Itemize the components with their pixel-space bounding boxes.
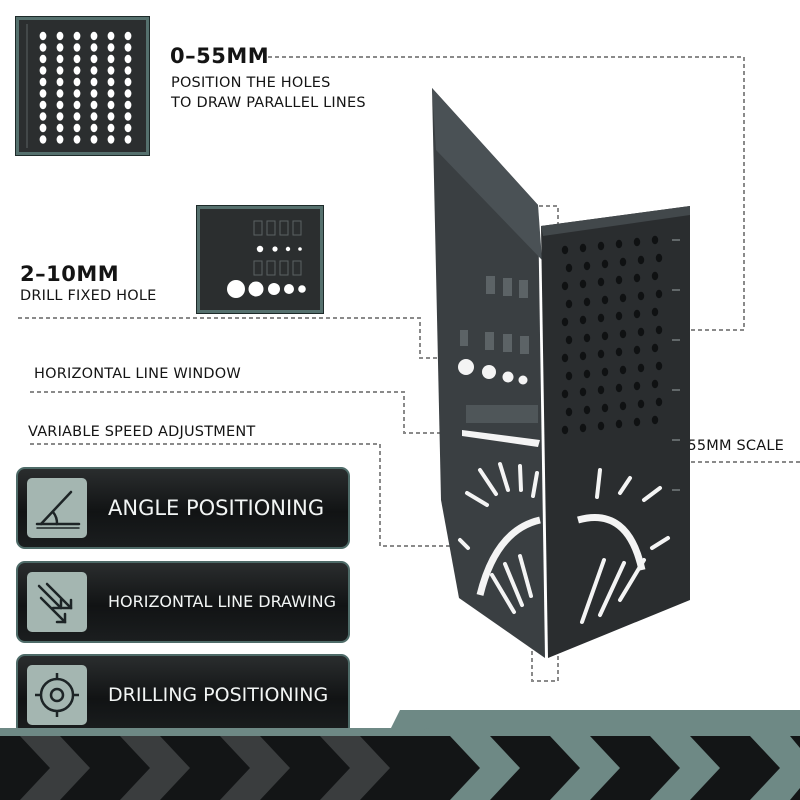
feature-drilling-positioning: DRILLING POSITIONING xyxy=(16,654,350,736)
diagonal-arrows-icon xyxy=(27,572,87,632)
feature-label: DRILLING POSITIONING xyxy=(108,684,329,706)
feature-horizontal-line-drawing: HORIZONTAL LINE DRAWING xyxy=(16,561,350,643)
feature-label: HORIZONTAL LINE DRAWING xyxy=(108,592,337,611)
chevron-footer-band xyxy=(0,710,800,800)
holes-range-title: 0–55MM xyxy=(170,44,270,68)
drill-hole-closeup-image xyxy=(227,220,306,298)
drill-desc-line1: DRILL FIXED HOLE xyxy=(20,288,157,304)
feature-angle-positioning: ANGLE POSITIONING xyxy=(16,467,350,549)
holes-desc-line2: TO DRAW PARALLEL LINES xyxy=(171,95,366,111)
square-ruler-product-image xyxy=(432,88,690,658)
scale-label: 155MM SCALE xyxy=(678,438,784,454)
drill-range-title: 2–10MM xyxy=(20,262,120,286)
holes-closeup-image xyxy=(26,24,132,148)
holes-desc-line1: POSITION THE HOLES xyxy=(171,75,331,91)
horizontal-window-label: HORIZONTAL LINE WINDOW xyxy=(34,366,241,382)
holes-closeup-inset xyxy=(16,17,149,155)
drill-hole-closeup-inset xyxy=(197,206,323,313)
feature-label: ANGLE POSITIONING xyxy=(108,496,325,520)
target-icon xyxy=(27,665,87,725)
angle-icon xyxy=(27,478,87,538)
variable-speed-label: VARIABLE SPEED ADJUSTMENT xyxy=(28,424,256,440)
